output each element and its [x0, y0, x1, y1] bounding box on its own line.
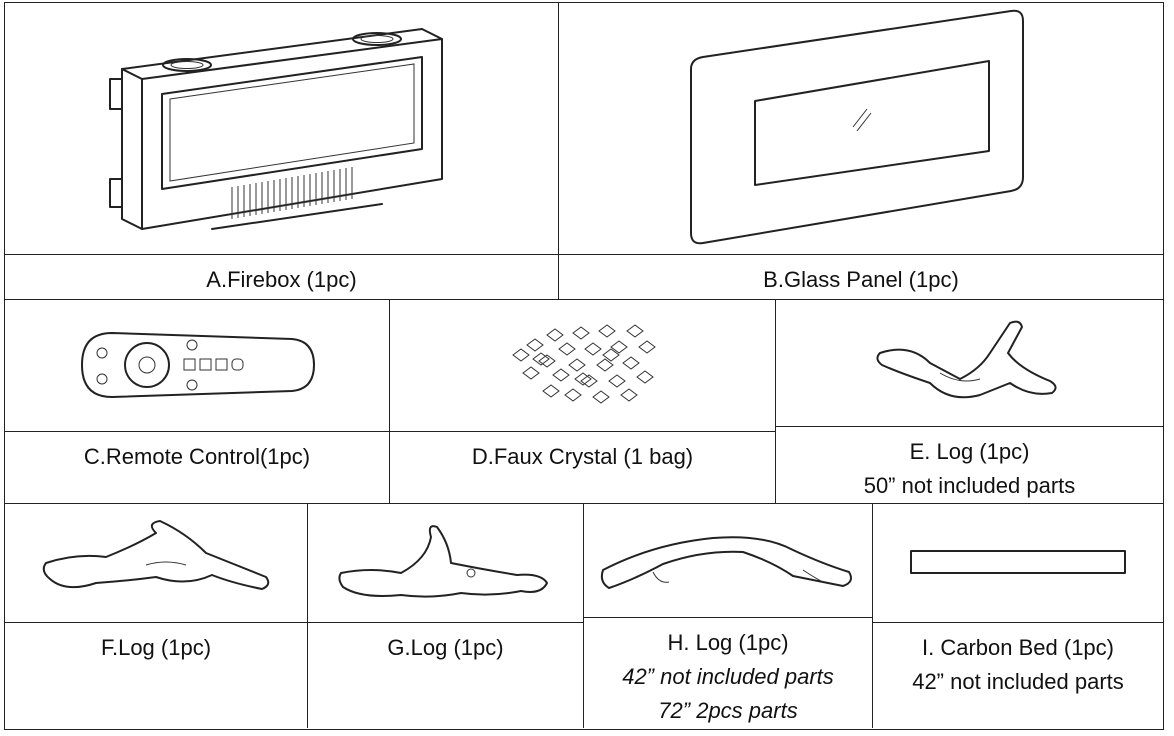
log-f-image [5, 503, 307, 623]
part-caption-i-title: I. Carbon Bed (1pc) [922, 635, 1114, 660]
faux-crystal-icon [511, 324, 656, 404]
part-caption-e-note: 50” not included parts [863, 473, 1076, 498]
parts-table: A.Firebox (1pc) B.Glass Panel (1pc) [4, 2, 1164, 730]
remote-control-icon [81, 332, 315, 398]
parts-row-2: C.Remote Control(1pc) [5, 299, 1163, 504]
part-cell-h: H. Log (1pc) 42” not included parts 72” … [584, 503, 873, 728]
part-caption-i: I. Carbon Bed (1pc) 42” not included par… [873, 623, 1163, 728]
firebox-icon [108, 27, 443, 230]
log-h-image [584, 503, 872, 618]
part-cell-d: D.Faux Crystal (1 bag) [390, 299, 776, 503]
log-e-icon [875, 320, 1056, 398]
log-g-image [308, 503, 583, 623]
firebox-image [5, 3, 558, 255]
part-caption-e: E. Log (1pc) 50” not included parts [776, 427, 1163, 503]
log-e-image [776, 299, 1163, 427]
part-cell-f: F.Log (1pc) [5, 503, 308, 728]
part-cell-g: G.Log (1pc) [308, 503, 584, 728]
part-caption-i-note: 42” not included parts [912, 669, 1124, 694]
glass-panel-icon [690, 9, 1024, 244]
parts-row-1: A.Firebox (1pc) B.Glass Panel (1pc) [5, 3, 1163, 300]
remote-control-image [5, 299, 389, 432]
part-caption-h: H. Log (1pc) 42” not included parts 72” … [584, 618, 872, 728]
log-f-icon [42, 519, 270, 590]
part-cell-c: C.Remote Control(1pc) [5, 299, 390, 503]
part-caption-d: D.Faux Crystal (1 bag) [471, 444, 694, 469]
faux-crystal-image [390, 299, 775, 432]
part-cell-i: I. Carbon Bed (1pc) 42” not included par… [873, 503, 1163, 728]
part-caption-e-title: E. Log (1pc) [909, 439, 1030, 464]
part-caption-h-title: H. Log (1pc) [667, 630, 789, 655]
part-cell-b: B.Glass Panel (1pc) [559, 3, 1163, 299]
parts-row-3: F.Log (1pc) G.Log (1pc) H. Log (1pc) [5, 503, 1163, 728]
log-g-icon [337, 524, 548, 598]
part-caption-h-note1: 42” not included parts [622, 664, 834, 689]
part-caption-f: F.Log (1pc) [100, 635, 212, 660]
part-cell-a: A.Firebox (1pc) [5, 3, 559, 299]
carbon-bed-icon [910, 549, 1126, 574]
part-caption-c: C.Remote Control(1pc) [83, 444, 311, 469]
part-cell-e: E. Log (1pc) 50” not included parts [776, 299, 1163, 503]
part-caption-h-note2: 72” 2pcs parts [658, 698, 798, 723]
log-h-icon [600, 536, 852, 589]
glass-panel-image [559, 3, 1163, 255]
part-caption-a: A.Firebox (1pc) [206, 267, 357, 292]
part-caption-g: G.Log (1pc) [387, 635, 504, 660]
part-caption-b: B.Glass Panel (1pc) [763, 267, 959, 292]
carbon-bed-image [873, 503, 1163, 623]
